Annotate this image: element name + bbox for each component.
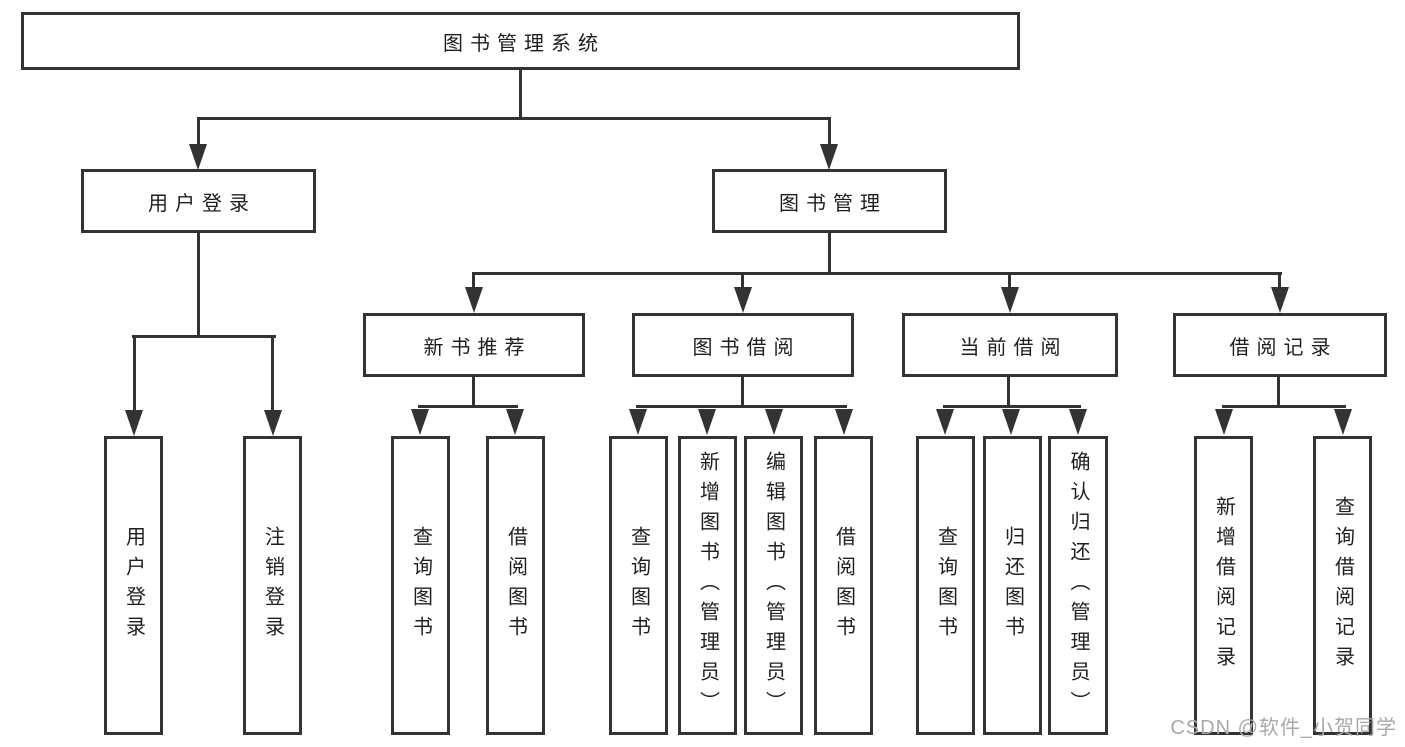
leaf-nb-borrow-books: 借阅图书 <box>486 436 545 735</box>
arrowhead-icon <box>734 287 752 313</box>
node-root-label: 图书管理系统 <box>443 32 605 55</box>
arrowhead-icon <box>936 409 954 435</box>
leaf-br-query-record: 查询借阅记录 <box>1313 436 1372 735</box>
arrowhead-icon <box>820 144 838 170</box>
arrowhead-icon <box>629 409 647 435</box>
node-book-management-label: 图书管理 <box>779 192 887 215</box>
leaf-bb-query-books-label: 查询图书 <box>627 525 650 646</box>
arrowhead-icon <box>465 287 483 313</box>
connector-line <box>636 405 847 408</box>
arrowhead-icon <box>1002 409 1020 435</box>
connector-line <box>1007 377 1010 408</box>
node-book-management: 图书管理 <box>712 169 947 233</box>
connector-line <box>1277 377 1280 408</box>
arrowhead-icon <box>125 410 143 436</box>
leaf-nb-query-books-label: 查询图书 <box>409 525 432 646</box>
connector-line <box>197 117 831 120</box>
leaf-logout-label: 注销登录 <box>261 525 284 646</box>
leaf-bb-edit-books-admin-label: 编辑图书（管理员） <box>762 450 785 721</box>
arrowhead-icon <box>1271 287 1289 313</box>
connector-line <box>472 377 475 408</box>
arrowhead-icon <box>835 409 853 435</box>
node-borrow-records-label: 借阅记录 <box>1229 336 1338 359</box>
leaf-bb-add-books-admin-label: 新增图书（管理员） <box>696 450 719 721</box>
leaf-cb-query-books: 查询图书 <box>916 436 975 735</box>
arrowhead-icon <box>1069 409 1087 435</box>
arrowhead-icon <box>411 409 429 435</box>
connector-line <box>197 233 200 337</box>
node-new-book-recommend-label: 新书推荐 <box>423 336 532 359</box>
leaf-cb-return-books: 归还图书 <box>983 436 1042 735</box>
leaf-br-add-record: 新增借阅记录 <box>1194 436 1253 735</box>
node-user-login: 用户登录 <box>81 169 316 233</box>
node-borrow-records: 借阅记录 <box>1173 313 1387 377</box>
node-new-book-recommend: 新书推荐 <box>363 313 585 377</box>
leaf-cb-query-books-label: 查询图书 <box>934 525 957 646</box>
leaf-cb-confirm-return-admin-label: 确认归还（管理员） <box>1067 450 1089 721</box>
connector-line <box>943 405 1081 408</box>
arrowhead-icon <box>765 409 783 435</box>
leaf-cb-confirm-return-admin: 确认归还（管理员） <box>1048 436 1108 735</box>
arrowhead-icon <box>506 409 524 435</box>
connector-line <box>741 377 744 408</box>
connector-line <box>418 405 518 408</box>
connector-line <box>828 233 831 274</box>
connector-line <box>828 117 831 147</box>
leaf-bb-borrow-books-label: 借阅图书 <box>832 525 855 646</box>
leaf-br-query-record-label: 查询借阅记录 <box>1331 495 1354 676</box>
leaf-br-add-record-label: 新增借阅记录 <box>1212 495 1235 676</box>
connector-line <box>519 70 522 117</box>
node-user-login-label: 用户登录 <box>148 192 256 215</box>
arrowhead-icon <box>264 410 282 436</box>
node-current-borrowing: 当前借阅 <box>902 313 1118 377</box>
arrowhead-icon <box>1334 409 1352 435</box>
connector-line <box>133 335 136 413</box>
connector-line <box>472 272 1282 275</box>
connector-line <box>1008 272 1011 290</box>
connector-line <box>271 335 274 413</box>
arrowhead-icon <box>1001 287 1019 313</box>
connector-line <box>741 272 744 290</box>
leaf-bb-query-books: 查询图书 <box>609 436 668 735</box>
connector-line <box>132 335 276 338</box>
node-book-borrowing-label: 图书借阅 <box>692 336 801 359</box>
leaf-nb-query-books: 查询图书 <box>391 436 450 735</box>
leaf-logout: 注销登录 <box>243 436 302 735</box>
arrowhead-icon <box>189 144 207 170</box>
leaf-user-login: 用户登录 <box>104 436 163 735</box>
connector-line <box>197 117 200 147</box>
csdn-watermark: CSDN @软件_小贺同学 <box>1170 717 1397 739</box>
arrowhead-icon <box>698 409 716 435</box>
node-current-borrowing-label: 当前借阅 <box>959 336 1068 359</box>
leaf-bb-edit-books-admin: 编辑图书（管理员） <box>744 436 803 735</box>
leaf-user-login-label: 用户登录 <box>122 525 145 646</box>
connector-line <box>1222 405 1346 408</box>
node-book-borrowing: 图书借阅 <box>632 313 854 377</box>
leaf-cb-return-books-label: 归还图书 <box>1001 525 1024 646</box>
leaf-bb-borrow-books: 借阅图书 <box>814 436 873 735</box>
arrowhead-icon <box>1215 409 1233 435</box>
leaf-nb-borrow-books-label: 借阅图书 <box>504 525 527 646</box>
leaf-bb-add-books-admin: 新增图书（管理员） <box>678 436 737 735</box>
connector-line <box>1278 272 1281 290</box>
connector-line <box>472 272 475 290</box>
node-root: 图书管理系统 <box>21 12 1020 70</box>
